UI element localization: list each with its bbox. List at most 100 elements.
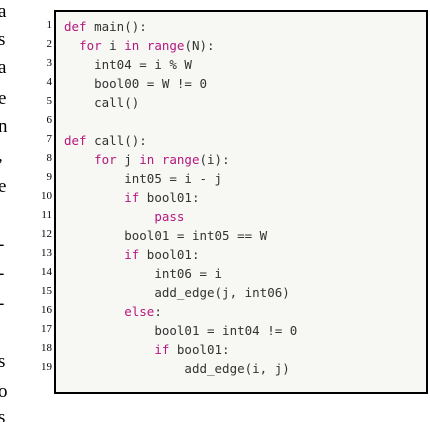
code-indent [64, 342, 154, 357]
line-number: 8 [46, 152, 53, 164]
clipped-text-fragment: a [0, 1, 7, 22]
line-number: 1 [46, 19, 53, 31]
line-number: 16 [41, 304, 52, 316]
code-text: int05 = i - j [124, 171, 223, 186]
line-number: 11 [41, 209, 52, 221]
code-keyword: def [64, 133, 87, 148]
line-number: 18 [41, 342, 52, 354]
code-text: : [154, 304, 162, 319]
code-text: main(): [86, 19, 147, 34]
code-line: int04 = i % W [64, 55, 297, 74]
code-indent [64, 76, 94, 91]
code-indent [64, 323, 154, 338]
clipped-text-fragment: s [0, 351, 6, 372]
code-text: j [116, 152, 140, 167]
code-indent [64, 247, 124, 262]
clipped-text-fragment: s [0, 29, 6, 50]
code-line: def call(): [64, 131, 297, 150]
code-keyword: range [161, 152, 200, 167]
code-text [139, 38, 147, 53]
code-text: bool01: [169, 342, 230, 357]
code-text: add_edge(j, int06) [154, 285, 290, 300]
code-text: int04 = i % W [94, 57, 192, 72]
code-keyword: for [94, 152, 117, 167]
code-indent [64, 209, 154, 224]
code-text: call() [94, 95, 140, 110]
clipped-text-fragment: - [0, 294, 4, 313]
code-line: int05 = i - j [64, 169, 297, 188]
code-line: add_edge(j, int06) [64, 283, 297, 302]
line-number: 12 [41, 228, 52, 240]
code-indent [64, 95, 94, 110]
code-line: else: [64, 302, 297, 321]
line-number: 9 [46, 171, 53, 183]
code-keyword: if [154, 342, 170, 357]
code-line: def main(): [64, 17, 297, 36]
code-box: def main(): for i in range(N): int04 = i… [54, 10, 428, 394]
code-keyword: range [146, 38, 185, 53]
line-number: 7 [46, 133, 53, 145]
code-line: for i in range(N): [64, 36, 297, 55]
clipped-text-fragment: e [0, 88, 7, 109]
code-indent [64, 171, 124, 186]
code-indent [64, 152, 94, 167]
line-number: 17 [41, 323, 52, 335]
code-text [154, 152, 162, 167]
code-keyword: in [124, 38, 140, 53]
code-line: pass [64, 207, 297, 226]
clipped-text-fragment: - [0, 235, 4, 254]
line-number: 5 [46, 95, 53, 107]
clipped-text-fragment: , [0, 146, 3, 165]
code-keyword: def [64, 19, 87, 34]
line-number: 13 [41, 247, 52, 259]
code-keyword: for [79, 38, 102, 53]
code-line: for j in range(i): [64, 150, 297, 169]
code-line: call() [64, 93, 297, 112]
clipped-text-fragment: e [0, 176, 7, 197]
code-line: if bool01: [64, 188, 297, 207]
code-indent [64, 228, 124, 243]
code-line: bool01 = int05 == W [64, 226, 297, 245]
code-text: (N): [184, 38, 215, 53]
code-keyword: pass [154, 209, 185, 224]
clipped-text-fragment: a [0, 57, 7, 78]
code-lines: def main(): for i in range(N): int04 = i… [64, 17, 297, 378]
clipped-text-fragment: n [0, 116, 8, 137]
code-keyword: in [139, 152, 155, 167]
code-line: bool00 = W != 0 [64, 74, 297, 93]
line-number: 2 [46, 38, 53, 50]
code-indent [64, 38, 79, 53]
code-indent [64, 361, 184, 376]
line-number: 3 [46, 57, 53, 69]
line-number: 19 [41, 361, 52, 373]
line-number: 10 [41, 190, 52, 202]
line-number: 4 [46, 76, 53, 88]
code-text: bool00 = W != 0 [94, 76, 207, 91]
code-indent [64, 57, 94, 72]
code-text: add_edge(i, j) [184, 361, 290, 376]
code-indent [64, 304, 124, 319]
code-indent [64, 190, 124, 205]
code-line: add_edge(i, j) [64, 359, 297, 378]
code-indent [64, 266, 154, 281]
code-line: if bool01: [64, 245, 297, 264]
code-text: int06 = i [154, 266, 223, 281]
code-text: call(): [86, 133, 147, 148]
code-text: bool01: [139, 190, 200, 205]
line-number: 15 [41, 285, 52, 297]
code-keyword: if [124, 190, 140, 205]
code-keyword: else [124, 304, 155, 319]
code-indent [64, 285, 154, 300]
code-text: i [101, 38, 125, 53]
code-text: (i): [199, 152, 230, 167]
code-line [64, 112, 297, 131]
code-line: int06 = i [64, 264, 297, 283]
code-line: bool01 = int04 != 0 [64, 321, 297, 340]
code-text: bool01 = int05 == W [124, 228, 268, 243]
code-text: bool01 = int04 != 0 [154, 323, 298, 338]
code-line: if bool01: [64, 340, 297, 359]
